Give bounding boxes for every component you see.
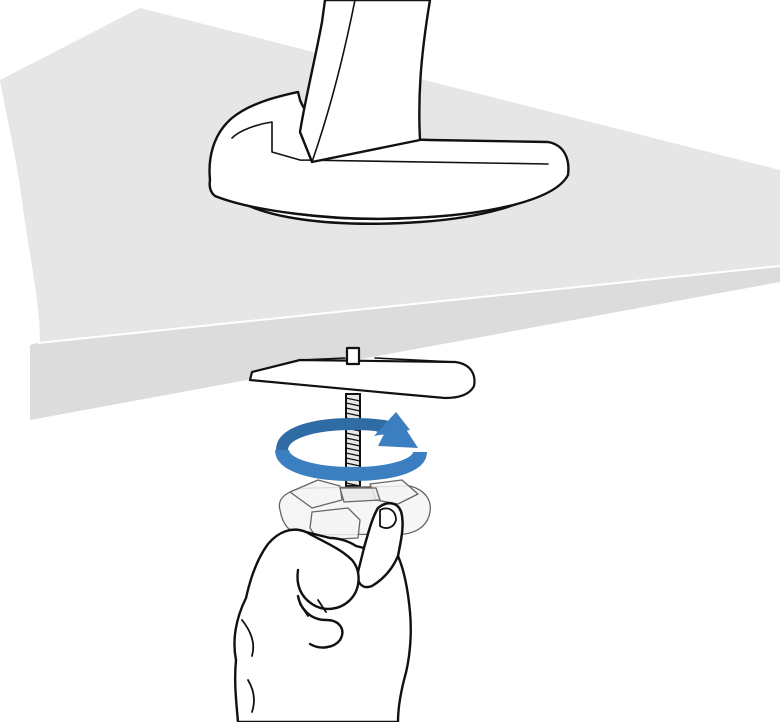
- hand-thumbnail: [379, 507, 397, 529]
- desk-edge-highlight: [37, 265, 780, 344]
- arm-pole-facet: [311, 0, 356, 163]
- rod-thread-line: [345, 432, 361, 437]
- clamp-plate-body: [248, 358, 476, 400]
- rod-thread-line: [345, 402, 361, 407]
- clamp-plate-top-edge: [299, 357, 456, 363]
- rotation-arrow-head-tip: [374, 412, 410, 436]
- hand-knuckle-lines: [241, 599, 327, 713]
- clamp-bolt-top: [345, 346, 361, 366]
- rotation-arrow-back: [276, 417, 394, 452]
- hand: [233, 502, 412, 722]
- rotation-arrow-front: [275, 448, 427, 482]
- rod-thread-line: [345, 457, 361, 462]
- monitor-arm-base: [208, 0, 570, 225]
- arm-pole: [298, 0, 432, 164]
- rod-thread-line: [345, 407, 361, 412]
- base-foot: [208, 90, 570, 220]
- rod-thread-line: [345, 462, 361, 467]
- rotation-arrow-icon: [275, 412, 427, 482]
- knob-hub: [339, 487, 381, 503]
- rod-thread-line: [345, 437, 361, 442]
- hand-thumb: [356, 502, 404, 589]
- hand-finger-fold: [296, 594, 344, 649]
- rod-thread-line: [345, 412, 361, 417]
- rod-thread-line: [345, 447, 361, 452]
- desk-front-edge: [30, 265, 780, 420]
- base-foot-inner-line: [231, 121, 549, 165]
- rod-thread-line: [345, 397, 361, 402]
- hand-index-finger: [296, 530, 360, 611]
- clamp-plate: [248, 346, 476, 400]
- rod-thread-line: [345, 482, 361, 487]
- rod-thread-line: [345, 452, 361, 457]
- knob-lobe-front: [309, 507, 361, 541]
- rod-thread-line: [345, 442, 361, 447]
